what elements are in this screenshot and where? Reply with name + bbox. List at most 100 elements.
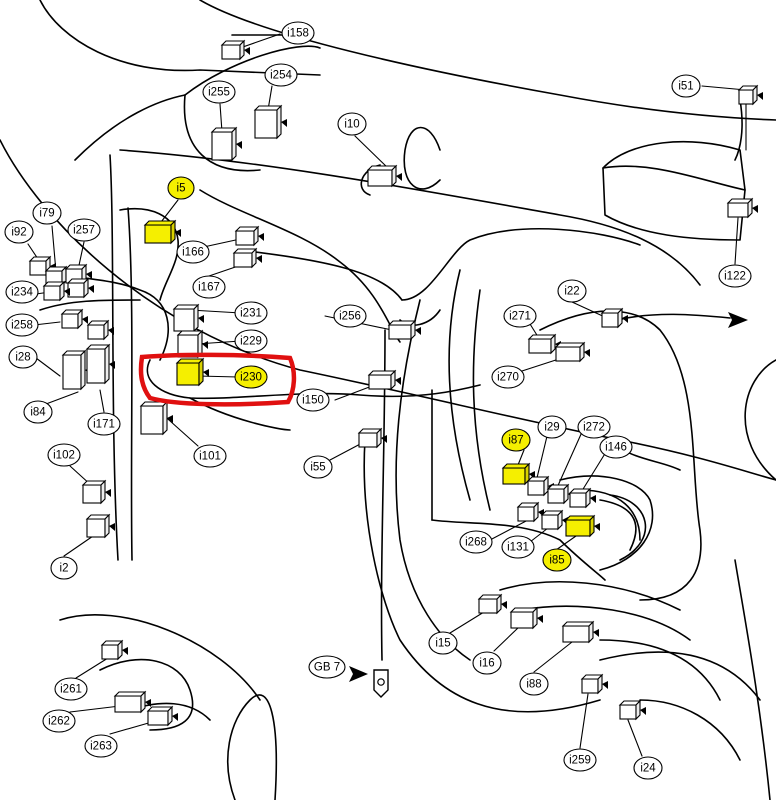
connector-icon[interactable] (568, 487, 596, 509)
callout-i102[interactable]: i102 (47, 443, 81, 467)
callout-i28[interactable]: i28 (8, 345, 38, 369)
callout-i234[interactable]: i234 (5, 280, 39, 304)
callout-i79[interactable]: i79 (32, 201, 62, 225)
callout-i15[interactable]: i15 (428, 631, 458, 655)
connector-icon[interactable] (143, 219, 181, 245)
connector-icon[interactable] (477, 593, 507, 615)
callout-i272[interactable]: i272 (577, 415, 611, 439)
callout-i171[interactable]: i171 (87, 412, 121, 436)
connector-icon[interactable] (618, 699, 646, 721)
connector-front (211, 131, 233, 161)
callout-i10[interactable]: i10 (337, 112, 367, 136)
connector-icon[interactable] (210, 126, 242, 162)
connector-icon[interactable] (234, 225, 264, 247)
callout-i166[interactable]: i166 (176, 240, 210, 264)
connector-icon[interactable] (253, 104, 287, 140)
callout-i230[interactable]: i230 (234, 365, 268, 389)
connector-icon[interactable] (580, 673, 608, 695)
callout-i263[interactable]: i263 (84, 734, 118, 758)
callout-i270[interactable]: i270 (491, 365, 525, 389)
connector-icon[interactable] (540, 509, 568, 531)
connector-boot (203, 369, 209, 377)
callout-i2[interactable]: i2 (50, 556, 78, 580)
callout-i256[interactable]: i256 (333, 304, 367, 328)
callout-i158[interactable]: i158 (281, 21, 315, 45)
callout-i259[interactable]: i259 (563, 748, 597, 772)
callout-i5[interactable]: i5 (167, 176, 195, 200)
connector-boot (109, 523, 115, 531)
callout-gb7[interactable]: GB 7 (308, 655, 346, 679)
callout-i24[interactable]: i24 (633, 756, 663, 780)
connector-icon[interactable] (232, 247, 262, 269)
connector-icon[interactable] (366, 164, 402, 188)
callout-label: i79 (39, 208, 54, 220)
connector-icon[interactable] (146, 705, 178, 727)
callout-label: i234 (11, 287, 33, 299)
callout-bubble (333, 304, 367, 328)
connector-side (251, 247, 257, 269)
callout-i55[interactable]: i55 (303, 455, 333, 479)
connector-top (143, 220, 177, 226)
connector-icon[interactable] (546, 483, 574, 505)
callout-i261[interactable]: i261 (54, 677, 88, 701)
connector-icon[interactable] (139, 400, 173, 436)
callout-bubble (176, 240, 210, 264)
callout-i85[interactable]: i85 (542, 548, 572, 572)
callout-i229[interactable]: i229 (234, 329, 268, 353)
callout-i268[interactable]: i268 (459, 530, 493, 554)
callout-i257[interactable]: i257 (67, 218, 101, 242)
connector-icon[interactable] (387, 319, 421, 341)
connector-icon[interactable] (85, 513, 115, 539)
callout-i231[interactable]: i231 (234, 301, 268, 325)
callout-i51[interactable]: i51 (671, 74, 701, 98)
callout-i262[interactable]: i262 (42, 709, 76, 733)
connector-icon[interactable] (172, 303, 204, 333)
connector-icon[interactable] (220, 39, 250, 61)
connector-icon[interactable] (526, 475, 554, 497)
callout-i271[interactable]: i271 (503, 304, 537, 328)
connector-icon[interactable] (66, 277, 94, 299)
callout-label: i102 (53, 450, 75, 462)
connector-icon[interactable] (175, 357, 209, 387)
callout-i131[interactable]: i131 (501, 535, 535, 559)
connector-icon[interactable] (554, 341, 590, 363)
connector-icon[interactable] (737, 84, 763, 106)
callout-i255[interactable]: i255 (202, 80, 236, 104)
callout-i122[interactable]: i122 (718, 264, 752, 288)
connector-icon[interactable] (86, 319, 114, 341)
callout-i29[interactable]: i29 (537, 415, 567, 439)
connector-icon[interactable] (367, 369, 401, 391)
connector-front (527, 480, 545, 496)
callout-i88[interactable]: i88 (519, 672, 549, 696)
connector-icon[interactable] (42, 280, 70, 302)
connector-icon[interactable] (85, 343, 115, 385)
callout-i150[interactable]: i150 (296, 388, 330, 412)
callout-i258[interactable]: i258 (5, 313, 39, 337)
connector-icon[interactable] (600, 307, 628, 329)
callout-label: i29 (544, 422, 559, 434)
callout-i22[interactable]: i22 (557, 279, 587, 303)
connector-icon[interactable] (564, 514, 600, 538)
connector-icon[interactable] (100, 639, 128, 661)
connector-icon[interactable] (501, 462, 535, 486)
connector-icon[interactable] (509, 606, 543, 630)
callout-i146[interactable]: i146 (599, 435, 633, 459)
callout-i87[interactable]: i87 (501, 428, 531, 452)
callout-i101[interactable]: i101 (193, 444, 227, 468)
connector-icon[interactable] (61, 349, 91, 391)
connector-icon[interactable] (60, 308, 88, 330)
connector-icon[interactable] (726, 197, 758, 219)
callout-label: i263 (90, 741, 112, 753)
callout-i84[interactable]: i84 (23, 400, 53, 424)
connector-icon[interactable] (357, 427, 387, 449)
connector-front (43, 285, 61, 301)
connector-icon[interactable] (81, 479, 111, 505)
callout-i167[interactable]: i167 (192, 275, 226, 299)
connector-icon[interactable] (527, 333, 561, 355)
callout-i92[interactable]: i92 (4, 220, 34, 244)
callout-i16[interactable]: i16 (472, 651, 502, 675)
callout-i254[interactable]: i254 (264, 63, 298, 87)
connector-icon[interactable] (516, 501, 544, 523)
connector-icon[interactable] (113, 690, 151, 714)
connector-icon[interactable] (561, 620, 599, 644)
